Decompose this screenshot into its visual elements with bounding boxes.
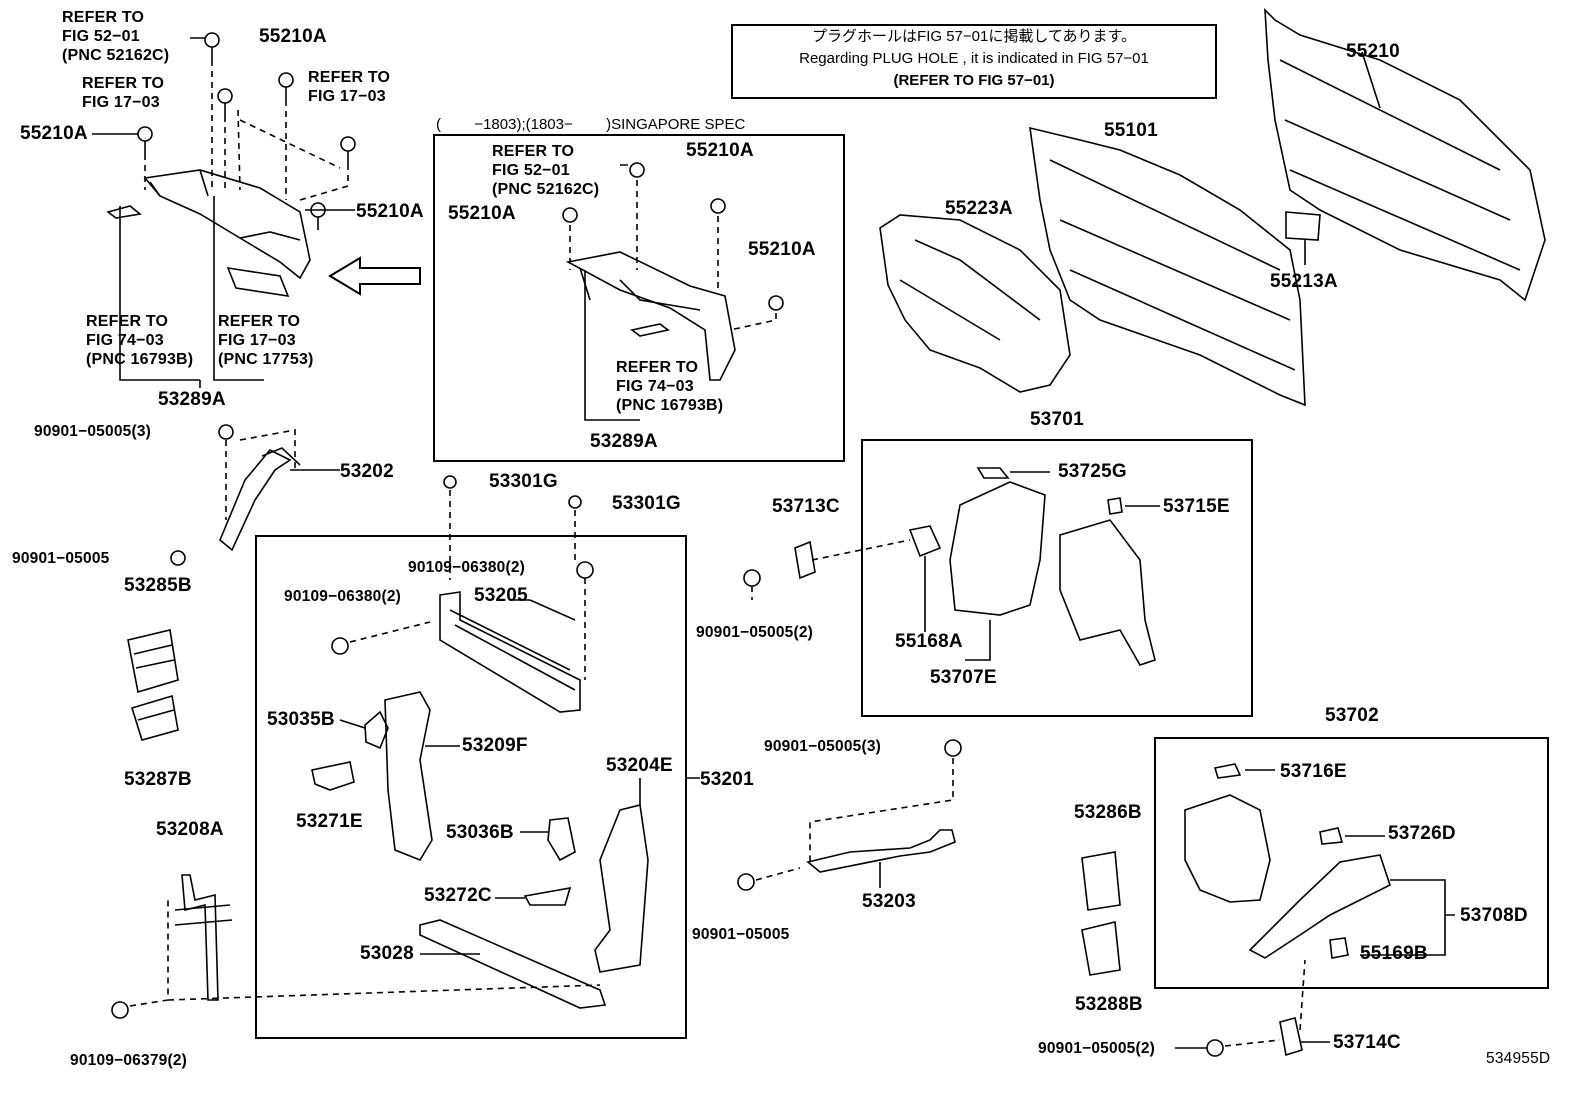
- part-label: 90901−05005(2): [696, 624, 813, 641]
- part-label: 90901−05005: [12, 550, 110, 567]
- part-label: 53286B: [1074, 802, 1142, 823]
- apron-rear-icon: [1059, 519, 1156, 666]
- part-label: 53201: [700, 769, 754, 790]
- part-label: 53202: [340, 461, 394, 482]
- part-label: 53725G: [1058, 461, 1127, 482]
- part-label: 53707E: [930, 667, 997, 688]
- part-label: 53713C: [772, 496, 840, 517]
- part-label: 53036B: [446, 822, 514, 843]
- part-label: 90901−05005: [692, 926, 790, 943]
- insulator-55210-icon: [1264, 7, 1546, 302]
- member-53708D-icon: [1248, 854, 1391, 959]
- part-label: 55210A: [448, 203, 516, 224]
- pad-53285B-icon: [127, 629, 179, 694]
- dash-panel-55101-icon: [1029, 126, 1306, 407]
- part-label: 53285B: [124, 575, 192, 596]
- plug-hole-note: プラグホールはFIG 57−01に掲載してあります。 Regarding PLU…: [731, 24, 1217, 99]
- part-label: 53288B: [1075, 994, 1143, 1015]
- part-label: 55210A: [686, 140, 754, 161]
- note-japanese: プラグホールはFIG 57−01に掲載してあります。: [812, 28, 1136, 45]
- part-label: 90901−05005(2): [1038, 1040, 1155, 1057]
- part-label: 55101: [1104, 120, 1158, 141]
- pillar-53209F-icon: [384, 691, 433, 861]
- apron-53707E-icon: [949, 481, 1046, 616]
- part-label: 53716E: [1280, 761, 1347, 782]
- post-53208A-icon: [174, 874, 233, 1001]
- part-label: 53209F: [462, 735, 528, 756]
- part-label: 55223A: [945, 198, 1013, 219]
- duct-part-icon: [106, 169, 311, 298]
- part-label: 53287B: [124, 769, 192, 790]
- support-53205-icon: [439, 591, 581, 713]
- part-label: 55210A: [259, 26, 327, 47]
- part-label: 55210: [1346, 41, 1400, 62]
- arrow-left-icon: [328, 256, 421, 296]
- part-label: 90109−06380(2): [284, 588, 401, 605]
- part-label: 55169B: [1360, 943, 1428, 964]
- bracket-53713C-icon: [794, 540, 816, 580]
- part-label: 53289A: [158, 389, 226, 410]
- pad-53286B-icon: [1081, 851, 1121, 911]
- bracket-55168A-icon: [908, 525, 942, 558]
- bracket-53714C-icon: [1279, 1017, 1303, 1057]
- part-label: 53203: [862, 891, 916, 912]
- assembly-53201-box: [255, 535, 687, 1039]
- part-label: 90901−05005(3): [34, 423, 151, 440]
- singapore-spec-label: ( −1803);(1803− )SINGAPORE SPEC: [436, 116, 746, 133]
- part-label: 53726D: [1388, 823, 1456, 844]
- assembly-53701-box: [861, 439, 1253, 717]
- part-label: 53301G: [489, 471, 558, 492]
- part-label: 53701: [1030, 409, 1084, 430]
- part-label: 55210A: [20, 123, 88, 144]
- bracket-53202-icon: [219, 447, 340, 552]
- bracket-53035B-icon: [364, 710, 389, 750]
- bracket-53271E-icon: [311, 761, 355, 791]
- rod-53203-icon: [806, 829, 956, 873]
- part-label: 53035B: [267, 709, 335, 730]
- part-label: 53028: [360, 943, 414, 964]
- singapore-spec-box: [433, 134, 845, 462]
- part-label: 53702: [1325, 705, 1379, 726]
- bracket-53272C-icon: [523, 886, 572, 906]
- pillar-53204E-icon: [594, 804, 649, 973]
- clip-icon: [137, 32, 356, 230]
- apron-53702-icon: [1184, 794, 1271, 903]
- part-label: 53208A: [156, 819, 224, 840]
- assembly-53702-box: [1154, 737, 1549, 989]
- part-label: 55210A: [356, 201, 424, 222]
- part-label: 90109−06379(2): [70, 1052, 187, 1069]
- part-label: 53205: [474, 585, 528, 606]
- part-label: 90109−06380(2): [408, 559, 525, 576]
- diagram-id: 534955D: [1486, 1050, 1551, 1067]
- note-refer: (REFER TO FIG 57−01): [893, 72, 1055, 89]
- part-label: 53708D: [1460, 905, 1528, 926]
- part-label: 53271E: [296, 811, 363, 832]
- silencer-55223A-icon: [879, 214, 1071, 393]
- pad-55213A-icon: [1285, 211, 1321, 241]
- part-label: 53715E: [1163, 496, 1230, 517]
- pad-53287B-icon: [130, 694, 179, 741]
- part-label: 90901−05005(3): [764, 738, 881, 755]
- part-label: 55210A: [748, 239, 816, 260]
- bracket-53036B-icon: [547, 817, 576, 862]
- pad-53288B-icon: [1081, 921, 1121, 976]
- part-label: 53204E: [606, 755, 673, 776]
- crossmember-53028-icon: [419, 919, 607, 1009]
- part-label: 53301G: [612, 493, 681, 514]
- part-label: 53289A: [590, 431, 658, 452]
- part-label: 53714C: [1333, 1032, 1401, 1053]
- note-english: Regarding PLUG HOLE , it is indicated in…: [799, 50, 1149, 67]
- part-label: 55213A: [1270, 271, 1338, 292]
- part-label: 53272C: [424, 885, 492, 906]
- part-label: 55168A: [895, 631, 963, 652]
